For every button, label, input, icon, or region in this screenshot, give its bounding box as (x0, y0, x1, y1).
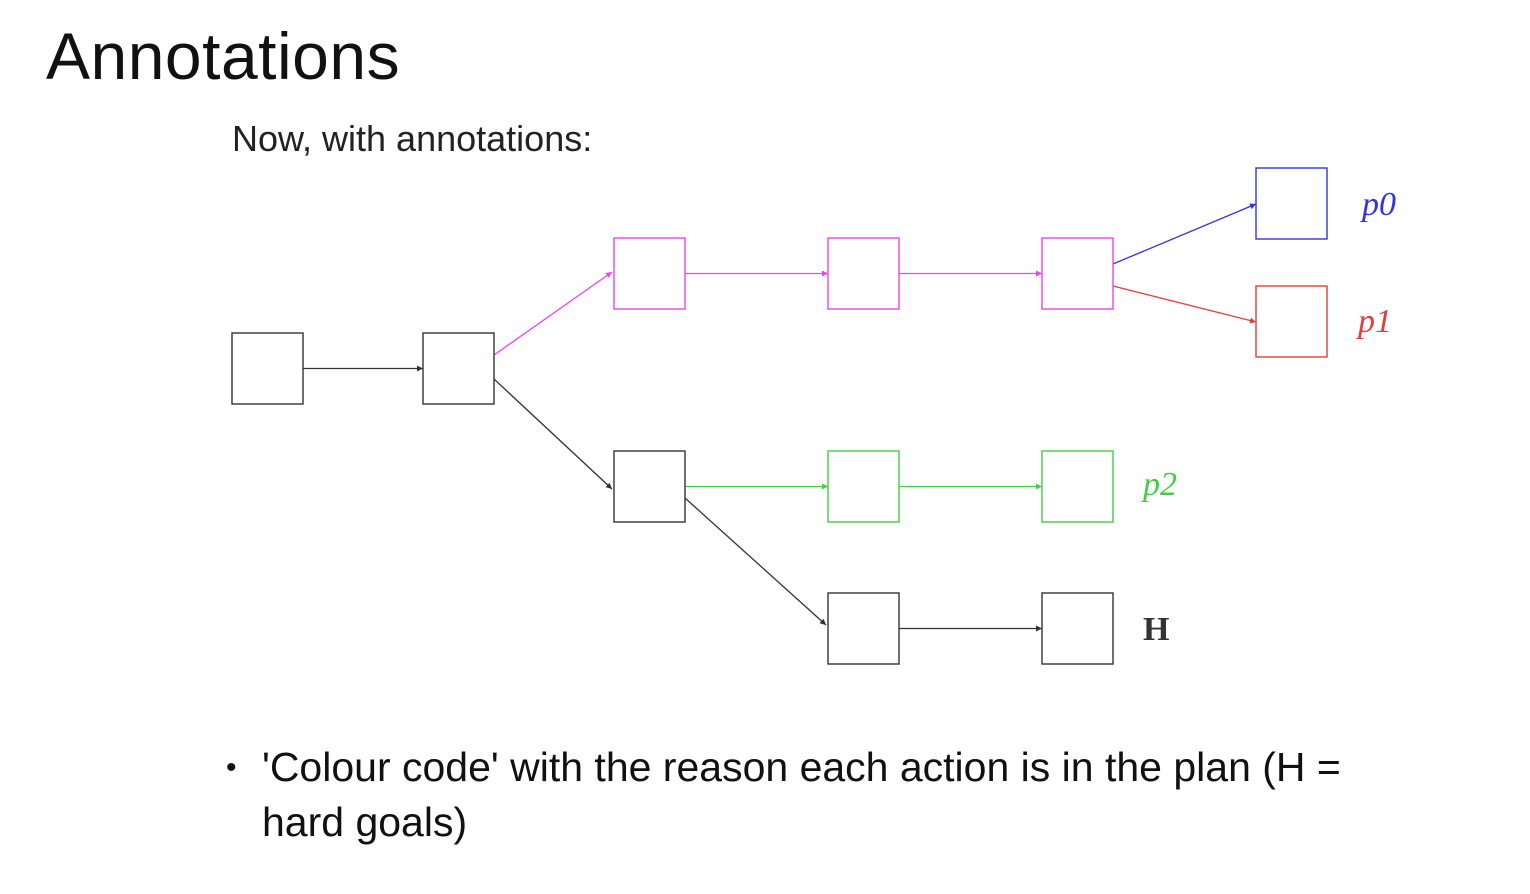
action-node-m2 (827, 237, 900, 310)
action-node-p0 (1255, 167, 1328, 240)
goal-label-p2: p2 (1141, 466, 1177, 503)
edge-n2-to-g0 (493, 378, 613, 490)
goal-label-p0: p0 (1360, 186, 1396, 223)
action-node-n2 (422, 332, 495, 405)
edge-m3-to-p1 (1112, 285, 1257, 324)
diagram-caption: Now, with annotations: (232, 118, 593, 159)
bullet-dot: • (226, 751, 237, 784)
action-node-h1 (827, 592, 900, 665)
edge-layer (303, 203, 1257, 632)
action-node-n1 (231, 332, 304, 405)
edge-n2-to-m1 (493, 271, 613, 356)
action-node-g2 (1041, 450, 1114, 523)
action-node-p1 (1255, 285, 1328, 358)
edge-m3-to-p0 (1112, 203, 1257, 265)
bullet-text: 'Colour code' with the reason each actio… (262, 744, 1341, 845)
label-layer: p0 p1 p2H (1141, 186, 1396, 648)
action-node-h2 (1041, 592, 1114, 665)
goal-label-p1: p1 (1356, 303, 1392, 340)
action-node-g0 (613, 450, 686, 523)
node-layer (231, 167, 1328, 665)
slide-title: Annotations (46, 19, 401, 93)
action-node-g1 (827, 450, 900, 523)
goal-label-h: H (1143, 611, 1169, 648)
edge-g0-to-h1 (684, 497, 827, 626)
action-node-m3 (1041, 237, 1114, 310)
action-node-m1 (613, 237, 686, 310)
